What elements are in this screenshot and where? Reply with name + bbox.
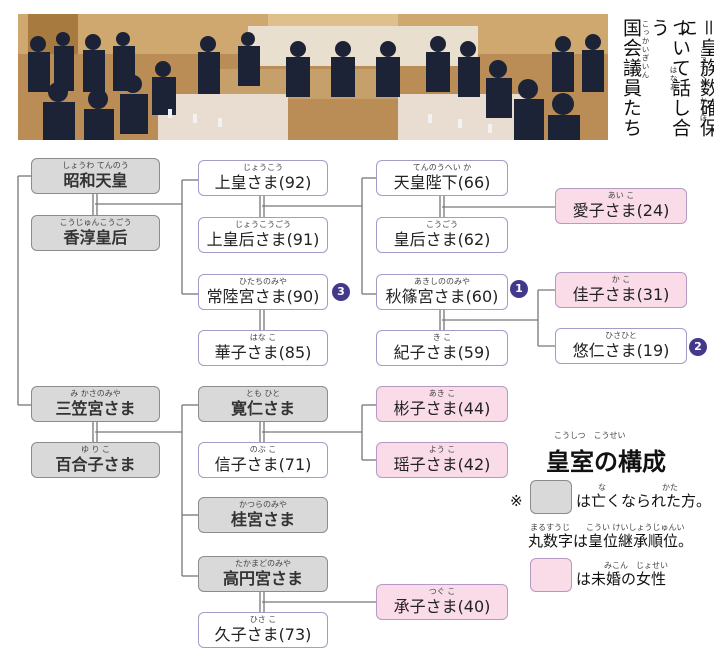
member-hisako: ひさ こ 久子さま(73) — [198, 612, 328, 648]
succession-badge-3: 3 — [332, 283, 350, 301]
member-tsuguko: つぐ こ 承子さま(40) — [376, 584, 508, 620]
ruby: かつらのみや — [239, 500, 287, 509]
member-aiko: あい こ 愛子さま(24) — [555, 188, 687, 224]
member-name: 天皇陛下(66) — [393, 173, 491, 192]
ruby: こうごう — [426, 220, 458, 229]
member-name: 上皇后さま(91) — [206, 230, 320, 249]
member-name: 百合子さま — [55, 455, 136, 474]
member-mikasa: み かさのみや 三笠宮さま — [31, 386, 160, 422]
ruby: たかまどのみや — [235, 559, 291, 568]
ruby: ひさひと — [605, 331, 637, 340]
headline-line-3: 国会議員たち — [620, 18, 642, 138]
member-name: 高円宮さま — [222, 569, 303, 588]
headline-ruby-1: こうぞくすうかくほ — [699, 46, 708, 123]
legend-title-ruby: こうしつ こうせい — [554, 431, 626, 440]
member-name: 愛子さま(24) — [572, 201, 670, 220]
member-name: 香淳皇后 — [63, 228, 128, 247]
meeting-photo — [18, 14, 608, 140]
ruby: じょうこう — [243, 163, 283, 172]
member-katsuranomiya: かつらのみや 桂宮さま — [198, 497, 328, 533]
legend-gray-swatch — [530, 480, 572, 514]
member-takamadonomiya: たかまどのみや 高円宮さま — [198, 556, 328, 592]
member-name: 承子さま(40) — [393, 597, 491, 616]
ruby: か こ — [611, 275, 631, 284]
ruby: み かさのみや — [70, 389, 121, 398]
ruby: のぶ こ — [249, 445, 277, 454]
headline-ruby-3: こっかいぎいん — [641, 20, 650, 80]
member-kojun-kogo: こうじゅんこうごう 香淳皇后 — [31, 215, 160, 251]
member-name: 信子さま(71) — [214, 455, 312, 474]
ruby: あき こ — [428, 389, 456, 398]
member-kako: か こ 佳子さま(31) — [555, 272, 687, 308]
member-jokogo: じょうこうごう 上皇后さま(91) — [198, 217, 328, 253]
legend-note-mark: ※ — [510, 492, 523, 510]
member-name: 久子さま(73) — [214, 625, 312, 644]
member-kiko: き こ 紀子さま(59) — [376, 330, 508, 366]
legend-pink-note: は未婚の女性 — [576, 570, 667, 588]
legend-pink-swatch — [530, 558, 572, 592]
legend-numbers-note: 丸数字は皇位継承順位。 — [528, 532, 694, 550]
member-name: 紀子さま(59) — [393, 343, 491, 362]
legend-title: 皇室の構成 — [546, 448, 666, 476]
ruby: き こ — [432, 333, 452, 342]
legend-pink-ruby: みこん じょせい — [604, 561, 668, 570]
ruby: あきしののみや — [414, 277, 470, 286]
member-name: 彬子さま(44) — [393, 399, 491, 418]
ruby: しょうわ てんのう — [62, 161, 129, 170]
member-name: 瑶子さま(42) — [393, 455, 491, 474]
ruby: こうじゅんこうごう — [59, 218, 132, 227]
member-akishinonomiya: あきしののみや 秋篠宮さま(60) — [376, 274, 508, 310]
ruby: てんのうへい か — [412, 163, 472, 172]
member-hisahito: ひさひと 悠仁さま(19) — [555, 328, 687, 364]
member-name: 三笠宮さま — [55, 399, 136, 418]
legend-gray-ruby: な かた — [598, 483, 678, 492]
member-showa-tenno: しょうわ てんのう 昭和天皇 — [31, 158, 160, 194]
ruby: とも ひと — [245, 389, 281, 398]
legend: こうしつ こうせい 皇室の構成 ※ な かた は亡くなられた方。 まるすうじ こ… — [508, 422, 714, 602]
member-kogo: こうごう 皇后さま(62) — [376, 217, 508, 253]
member-yoko: よう こ 瑶子さま(42) — [376, 442, 508, 478]
legend-gray-note: は亡くなられた方。 — [576, 492, 712, 510]
ruby: よう こ — [428, 445, 456, 454]
headline-ruby-2: はなあ — [669, 66, 678, 92]
ruby: あい こ — [607, 191, 635, 200]
ruby: つぐ こ — [428, 587, 456, 596]
member-joko: じょうこう 上皇さま(92) — [198, 160, 328, 196]
member-name: 寛仁さま — [230, 399, 295, 418]
succession-badge-1: 1 — [510, 280, 528, 298]
headline-line-1: ＝皇族数確保に — [676, 18, 714, 139]
legend-numbers-ruby: まるすうじ こうい けいしょうじゅんい — [530, 523, 685, 532]
ruby: じょうこうごう — [235, 220, 291, 229]
member-akiko: あき こ 彬子さま(44) — [376, 386, 508, 422]
ruby: はな こ — [249, 333, 277, 342]
member-hitachinomiya: ひたちのみや 常陸宮さま(90) — [198, 274, 328, 310]
member-nobuko: のぶ こ 信子さま(71) — [198, 442, 328, 478]
ruby: ひさ こ — [249, 615, 277, 624]
member-name: 皇后さま(62) — [393, 230, 491, 249]
member-name: 悠仁さま(19) — [572, 341, 670, 360]
member-name: 佳子さま(31) — [572, 285, 670, 304]
member-tenno-heika: てんのうへい か 天皇陛下(66) — [376, 160, 508, 196]
headline: ＝皇族数確保に こうぞくすうかくほ ついて話し合う はなあ 国会議員たち こっか… — [612, 18, 714, 144]
headline-line-2: ついて話し合う — [648, 18, 691, 138]
member-name: 秋篠宮さま(60) — [385, 287, 499, 306]
member-yuriko: ゆ り こ 百合子さま — [31, 442, 160, 478]
succession-badge-2: 2 — [689, 338, 707, 356]
member-name: 常陸宮さま(90) — [206, 287, 320, 306]
ruby: ひたちのみや — [239, 277, 287, 286]
member-name: 華子さま(85) — [214, 343, 312, 362]
member-name: 桂宮さま — [230, 510, 295, 529]
member-name: 上皇さま(92) — [214, 173, 312, 192]
member-hanako: はな こ 華子さま(85) — [198, 330, 328, 366]
member-tomohito: とも ひと 寛仁さま — [198, 386, 328, 422]
ruby: ゆ り こ — [80, 445, 111, 454]
member-name: 昭和天皇 — [63, 171, 128, 190]
